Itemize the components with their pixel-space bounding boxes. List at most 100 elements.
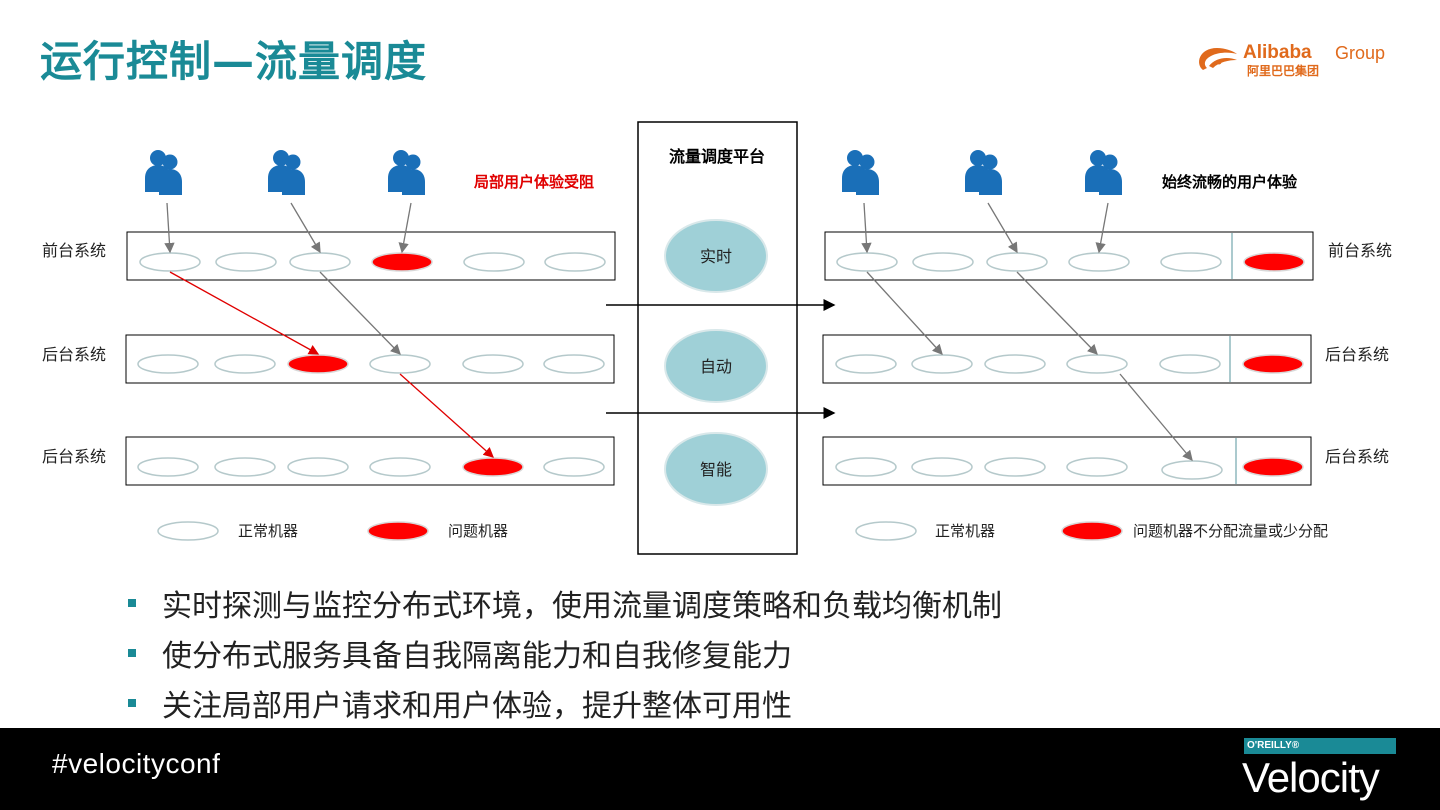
normal-machine [139,252,201,272]
normal-machine [1160,252,1222,272]
normal-machine [984,354,1046,374]
alibaba-group-logo: Alibaba Group 阿里巴巴集团 [1195,40,1395,80]
logo-cn-text: 阿里巴巴集团 [1247,64,1320,78]
normal-machine [289,252,351,272]
problem-machine [287,354,349,374]
bullet-item: 实时探测与监控分布式环境，使用流量调度策略和负载均衡机制 [128,578,1002,628]
request-arrow [1016,271,1098,355]
normal-machine [214,354,276,374]
bullet-square-icon [128,649,136,657]
bullet-text: 关注局部用户请求和用户体验，提升整体可用性 [162,689,792,724]
left-row-label: 前台系统 [42,241,106,260]
normal-machine [463,252,525,272]
normal-machine [544,252,606,272]
normal-machine [369,457,431,477]
platform-item-label: 智能 [700,460,732,479]
footer-hashtag: #velocityconf [52,748,221,779]
request-arrow [290,202,321,254]
traffic-scheduling-diagram: 流量调度平台 实时 自动 智能 局部用户体验受阻 前台系统 后台系统 后台系统 [42,121,1392,555]
normal-machine [986,252,1048,272]
platform-circle-smart: 智能 [664,432,768,506]
bullet-item: 使分布式服务具备自我隔离能力和自我修复能力 [128,628,1002,678]
footer-bar: #velocityconf O'REILLY® Velocity [0,728,1440,810]
problem-machine [462,457,524,477]
failed-request-arrow [399,373,494,458]
problem-machine [1242,354,1304,374]
user-group-icon [145,150,182,195]
left-backend-box-2 [125,436,615,486]
normal-machine [287,457,349,477]
logo-alibaba-text: Alibaba [1243,42,1312,63]
right-panel: 始终流畅的用户体验 前台系统 后台系统 后台系统 [822,150,1392,541]
normal-machine [215,252,277,272]
left-frontend-box [126,231,616,281]
user-group-icon [965,150,1002,195]
platform-item-label: 自动 [700,357,732,376]
right-row-label: 后台系统 [1325,447,1389,466]
normal-machine [1066,354,1128,374]
normal-machine [369,354,431,374]
logo-group-text: Group [1335,43,1386,63]
normal-machine [912,252,974,272]
oreilly-badge: O'REILLY® [1244,738,1396,754]
bullet-text: 使分布式服务具备自我隔离能力和自我修复能力 [162,639,792,674]
right-row-label: 后台系统 [1325,345,1389,364]
problem-machine [1243,252,1305,272]
right-annotation: 始终流畅的用户体验 [1162,173,1298,191]
request-arrow [866,271,943,355]
normal-machine [462,354,524,374]
normal-machine [1161,460,1223,480]
normal-machine [137,354,199,374]
right-row-label: 前台系统 [1328,241,1392,260]
normal-machine [1068,252,1130,272]
legend-normal-machine [157,521,219,541]
normal-machine [543,354,605,374]
bullet-list: 实时探测与监控分布式环境，使用流量调度策略和负载均衡机制 使分布式服务具备自我隔… [128,578,1002,728]
legend-problem-label: 问题机器不分配流量或少分配 [1133,522,1328,540]
bullet-item: 关注局部用户请求和用户体验，提升整体可用性 [128,678,1002,728]
request-arrow [1119,373,1193,461]
legend-normal-machine [855,521,917,541]
user-group-icon [1085,150,1122,195]
right-frontend-box [824,231,1314,281]
legend-normal-label: 正常机器 [935,522,995,540]
right-backend-box-2 [822,436,1312,486]
legend-problem-machine [367,521,429,541]
problem-machine [1242,457,1304,477]
platform-item-label: 实时 [700,247,732,266]
normal-machine [835,457,897,477]
platform-box [637,121,798,555]
legend-problem-machine [1061,521,1123,541]
left-panel: 局部用户体验受阻 前台系统 后台系统 后台系统 [42,150,616,541]
left-row-label: 后台系统 [42,345,106,364]
normal-machine [137,457,199,477]
user-group-icon [842,150,879,195]
normal-machine [984,457,1046,477]
request-arrow [164,202,175,254]
bullet-square-icon [128,599,136,607]
platform-circle-auto: 自动 [664,329,768,403]
velocity-logo: Velocity [1242,754,1380,801]
normal-machine [911,457,973,477]
normal-machine [836,252,898,272]
slide-title: 运行控制—流量调度 [40,37,428,86]
bullet-text: 实时探测与监控分布式环境，使用流量调度策略和负载均衡机制 [162,589,1002,624]
request-arrow [987,202,1018,254]
failed-request-arrow [169,271,320,355]
problem-machine [371,252,433,272]
left-annotation: 局部用户体验受阻 [473,173,594,191]
platform-title: 流量调度平台 [669,147,765,166]
request-arrow [319,271,401,355]
normal-machine [543,457,605,477]
platform-circle-realtime: 实时 [664,219,768,293]
normal-machine [911,354,973,374]
normal-machine [1159,354,1221,374]
left-backend-box-1 [125,334,615,384]
legend-normal-label: 正常机器 [238,522,298,540]
request-arrow [1095,202,1109,254]
request-arrow [861,202,872,254]
normal-machine [835,354,897,374]
user-group-icon [388,150,425,195]
legend-problem-label: 问题机器 [448,522,508,540]
user-group-icon [268,150,305,195]
